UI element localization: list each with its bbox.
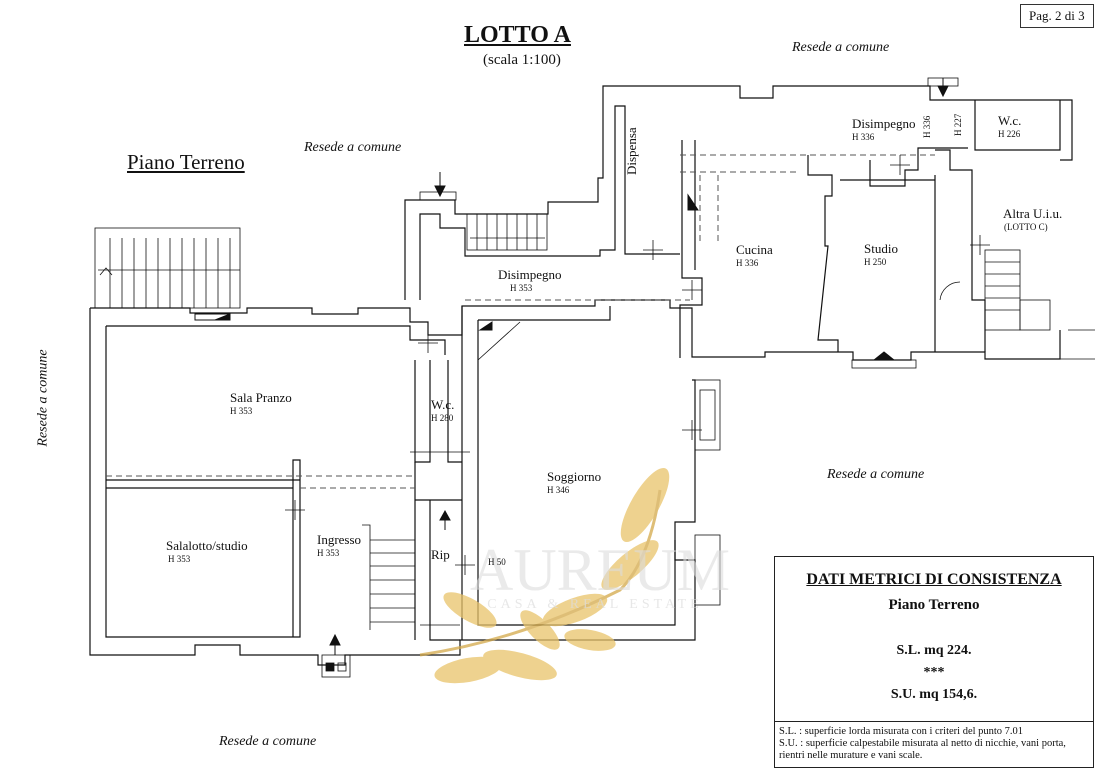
watermark-logo: AUREUM CASA & REAL ESTATE	[470, 537, 730, 612]
metrics-subtitle: Piano Terreno	[888, 597, 980, 613]
height-h50: H 50	[488, 557, 506, 567]
exterior-stairs-right	[939, 249, 1051, 331]
exterior-walls	[89, 85, 1073, 666]
metrics-su: S.U. mq 154,6.	[890, 687, 978, 702]
resede-label-left: Resede a comune	[35, 349, 51, 447]
metrics-title: DATI METRICI DI CONSISTENZA	[806, 571, 1062, 588]
metrics-notes: S.L. : superficie lorda misurata con i c…	[775, 721, 1093, 762]
bay-windows	[694, 379, 721, 606]
interior-stairs-corridor	[466, 213, 548, 251]
room-wc-upper: W.c.H 226	[998, 113, 1022, 139]
door-cross-markers	[285, 155, 990, 626]
floor-label: Piano Terreno	[127, 150, 245, 174]
resede-label-top-right: Resede a comune	[792, 40, 890, 55]
metrics-separator: ***	[923, 665, 945, 680]
projection-lines	[106, 154, 935, 489]
plan-title: LOTTO A	[464, 22, 571, 48]
page-number-badge: Pag. 2 di 3	[1020, 4, 1094, 28]
exterior-stairs-left	[94, 227, 241, 309]
resede-label-right: Resede a comune	[827, 467, 925, 482]
height-h227-vertical: H 227	[953, 113, 963, 136]
entry-arrows	[329, 78, 949, 655]
resede-label-top: Resede a comune	[304, 140, 402, 155]
interior-stairs-ingresso	[362, 524, 415, 630]
watermark-subtext: CASA & REAL ESTATE	[487, 597, 702, 612]
watermark-leaves	[419, 467, 670, 684]
note-su: S.U. : superficie calpestabile misurata …	[779, 738, 1066, 761]
height-h336-vertical: H 336	[922, 115, 932, 138]
room-ripostiglio: Rip	[431, 547, 450, 562]
watermark-text: AUREUM	[470, 537, 730, 603]
fireplace-markers	[194, 193, 699, 331]
metrics-sl: S.L. mq 224.	[896, 643, 972, 658]
note-sl: S.L. : superficie lorda misurata con i c…	[779, 726, 1024, 737]
metrics-panel: DATI METRICI DI CONSISTENZA Piano Terren…	[774, 556, 1094, 768]
resede-label-bottom: Resede a comune	[219, 734, 317, 749]
room-wc-lower: W.c.H 280	[431, 397, 455, 423]
plan-scale: (scala 1:100)	[483, 52, 561, 68]
room-dispensa: Dispensa	[624, 127, 639, 175]
room-altra-uiu: Altra U.i.u.(LOTTO C)	[1003, 206, 1063, 232]
